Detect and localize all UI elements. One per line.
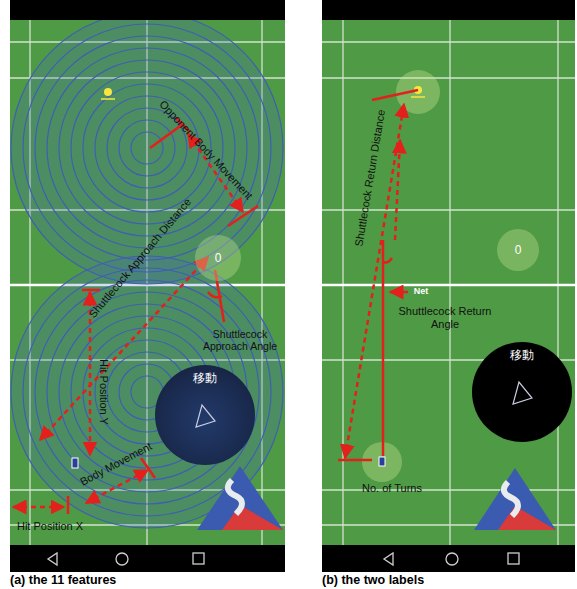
right-screen xyxy=(322,0,575,572)
label-name: No. of Turns xyxy=(362,482,422,495)
move-joystick: 移動 xyxy=(472,342,572,442)
annotation-lines xyxy=(338,90,418,460)
node-text: 移動 xyxy=(193,370,217,387)
panel-caption: (b) the two labels xyxy=(322,573,424,587)
node-text: 移動 xyxy=(510,347,534,364)
nav-bar xyxy=(322,545,575,572)
logo xyxy=(197,466,283,530)
left-screen xyxy=(10,0,285,572)
range-rings xyxy=(11,12,283,528)
feature-label: Hit Position X xyxy=(17,520,83,533)
net-label: Net xyxy=(414,286,429,296)
nav-bar xyxy=(10,545,285,572)
annotation-lines xyxy=(13,118,258,514)
panel-caption: (a) the 11 features xyxy=(10,573,116,587)
move-joystick: 移動 xyxy=(155,365,255,465)
node-text: 0 xyxy=(215,251,222,265)
score-circle: 0 xyxy=(497,229,539,271)
logo xyxy=(474,468,556,530)
player-icon xyxy=(72,458,78,468)
label-name: Shuttlecock Return Angle xyxy=(391,305,499,330)
feature-label: Shuttlecock Approach Angle xyxy=(196,328,284,352)
feature-label: Hit Position Y xyxy=(98,359,111,425)
node-text: 0 xyxy=(515,243,522,257)
score-circle: 0 xyxy=(195,235,241,281)
shuttlecock-icon xyxy=(101,88,115,99)
